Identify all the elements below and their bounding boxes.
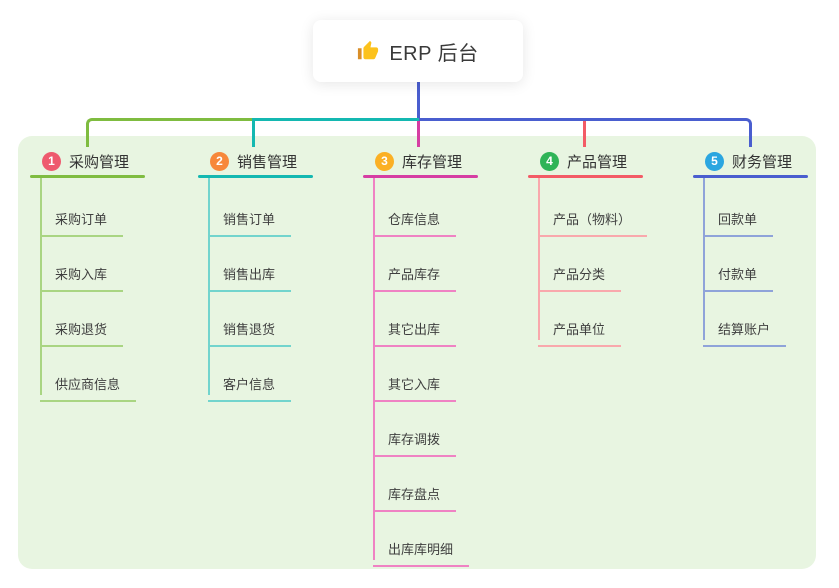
child-node: 产品库存 (373, 254, 457, 292)
connector-horizontal-right (419, 118, 752, 147)
child-node-label: 产品分类 (553, 267, 606, 282)
child-node: 采购退货 (40, 309, 124, 347)
child-node: 付款单 (703, 254, 774, 292)
branch-node-4: 4 产品管理 (540, 148, 627, 174)
child-node: 产品单位 (538, 309, 622, 347)
branch-title-label: 产品管理 (567, 153, 628, 171)
child-node: 库存盘点 (373, 474, 457, 512)
connector-drop-branch-3 (417, 121, 420, 147)
branch-title-label: 销售管理 (237, 153, 298, 171)
branch-underline (198, 175, 313, 178)
child-node: 结算账户 (703, 309, 787, 347)
child-node-label: 采购入库 (55, 267, 108, 282)
child-node-label: 销售出库 (223, 267, 276, 282)
thumbs-up-icon (358, 40, 379, 60)
branch-title-label: 财务管理 (732, 153, 793, 171)
child-node-label: 客户信息 (223, 377, 276, 392)
child-node: 销售退货 (208, 309, 292, 347)
child-node: 回款单 (703, 199, 774, 237)
child-node: 产品（物料） (538, 199, 648, 237)
branch-node-5: 5 财务管理 (705, 148, 792, 174)
child-node-label: 库存调拨 (388, 432, 441, 447)
child-node-label: 其它出库 (388, 322, 441, 337)
child-node: 库存调拨 (373, 419, 457, 457)
child-node-label: 产品库存 (388, 267, 441, 282)
branch-badge: 3 (375, 151, 394, 171)
branch-child-rail (40, 178, 42, 395)
child-node-label: 仓库信息 (388, 212, 441, 227)
child-node: 其它出库 (373, 309, 457, 347)
root-node: ERP 后台 (313, 20, 523, 82)
child-node-label: 采购退货 (55, 322, 108, 337)
child-node-label: 付款单 (718, 267, 758, 282)
child-node: 仓库信息 (373, 199, 457, 237)
branch-node-2: 2 销售管理 (210, 148, 297, 174)
child-node: 采购订单 (40, 199, 124, 237)
child-node-label: 结算账户 (718, 322, 771, 337)
child-node: 采购入库 (40, 254, 124, 292)
connector-drop-branch-4 (583, 121, 586, 147)
child-node: 供应商信息 (40, 364, 137, 402)
branch-underline (693, 175, 808, 178)
child-node: 产品分类 (538, 254, 622, 292)
connector-horizontal-left (86, 118, 252, 147)
child-node: 销售出库 (208, 254, 292, 292)
child-node-label: 库存盘点 (388, 487, 441, 502)
branch-badge: 2 (210, 151, 229, 171)
child-node-label: 产品单位 (553, 322, 606, 337)
child-node-label: 供应商信息 (55, 377, 121, 392)
child-node-label: 产品（物料） (553, 212, 632, 227)
branch-node-1: 1 采购管理 (42, 148, 129, 174)
branch-node-3: 3 库存管理 (375, 148, 462, 174)
branch-badge: 4 (540, 151, 559, 171)
child-node-label: 销售退货 (223, 322, 276, 337)
branch-child-rail (373, 178, 375, 560)
mindmap-panel (18, 136, 816, 569)
root-node-label: ERP 后台 (389, 42, 479, 65)
branch-child-rail (703, 178, 705, 340)
branch-title-label: 采购管理 (69, 153, 130, 171)
branch-badge: 1 (42, 151, 61, 171)
branch-underline (363, 175, 478, 178)
child-node: 出库库明细 (373, 529, 470, 567)
child-node: 客户信息 (208, 364, 292, 402)
child-node-label: 其它入库 (388, 377, 441, 392)
branch-child-rail (538, 178, 540, 340)
connector-horizontal-mid (252, 118, 419, 147)
branch-badge: 5 (705, 151, 724, 171)
branch-underline (528, 175, 643, 178)
branch-underline (30, 175, 145, 178)
child-node: 其它入库 (373, 364, 457, 402)
connector-trunk (417, 82, 420, 121)
child-node: 销售订单 (208, 199, 292, 237)
child-node-label: 销售订单 (223, 212, 276, 227)
child-node-label: 出库库明细 (388, 542, 454, 557)
child-node-label: 回款单 (718, 212, 758, 227)
branch-title-label: 库存管理 (402, 153, 463, 171)
child-node-label: 采购订单 (55, 212, 108, 227)
branch-child-rail (208, 178, 210, 395)
